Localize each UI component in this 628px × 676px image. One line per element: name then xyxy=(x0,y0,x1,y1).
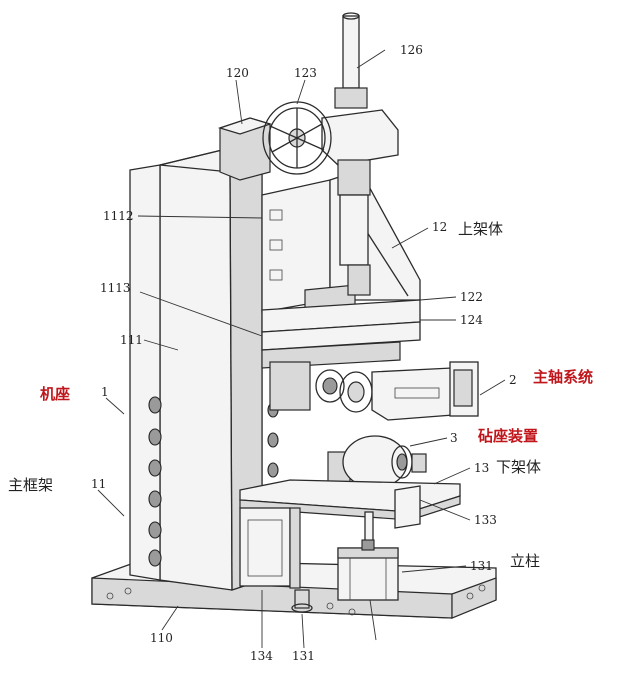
label-134: 134 xyxy=(250,649,273,663)
label-1113: 1113 xyxy=(100,281,131,295)
label-131-right: 131 xyxy=(470,559,493,573)
label-11: 11 xyxy=(91,477,106,491)
labels: 126 120 123 1112 12 上架体 1113 122 124 111… xyxy=(8,43,593,663)
label-lower-frame: 下架体 xyxy=(496,458,541,476)
label-131-bottom: 131 xyxy=(292,649,315,663)
lower-frame xyxy=(239,479,461,589)
label-upper-frame: 上架体 xyxy=(458,220,503,238)
main-frame-column xyxy=(129,149,279,591)
label-12: 12 xyxy=(432,220,447,234)
label-spindle-system: 主轴系统 xyxy=(533,368,593,386)
mid-plates xyxy=(261,299,421,369)
label-2: 2 xyxy=(509,373,517,387)
label-120: 120 xyxy=(226,66,249,80)
top-block xyxy=(217,117,273,181)
label-main-frame: 主框架 xyxy=(8,476,53,494)
label-123: 123 xyxy=(294,66,317,80)
label-3: 3 xyxy=(450,431,458,445)
label-anvil-device: 砧座装置 xyxy=(478,427,538,445)
label-126: 126 xyxy=(400,43,423,57)
label-1: 1 xyxy=(101,385,109,399)
spindle-system xyxy=(269,361,479,421)
column-cylinder xyxy=(291,539,399,613)
leader-lines xyxy=(97,49,506,649)
top-cylinder xyxy=(321,12,399,296)
label-machine-base: 机座 xyxy=(40,385,70,403)
label-column: 立柱 xyxy=(510,552,540,570)
label-133: 133 xyxy=(474,513,497,527)
label-122: 122 xyxy=(460,290,483,304)
handwheel xyxy=(262,101,332,175)
label-110: 110 xyxy=(150,631,173,645)
label-111: 111 xyxy=(120,333,143,347)
label-124: 124 xyxy=(460,313,483,327)
label-13: 13 xyxy=(474,461,489,475)
label-1112: 1112 xyxy=(103,209,134,223)
anvil-device xyxy=(327,435,427,495)
